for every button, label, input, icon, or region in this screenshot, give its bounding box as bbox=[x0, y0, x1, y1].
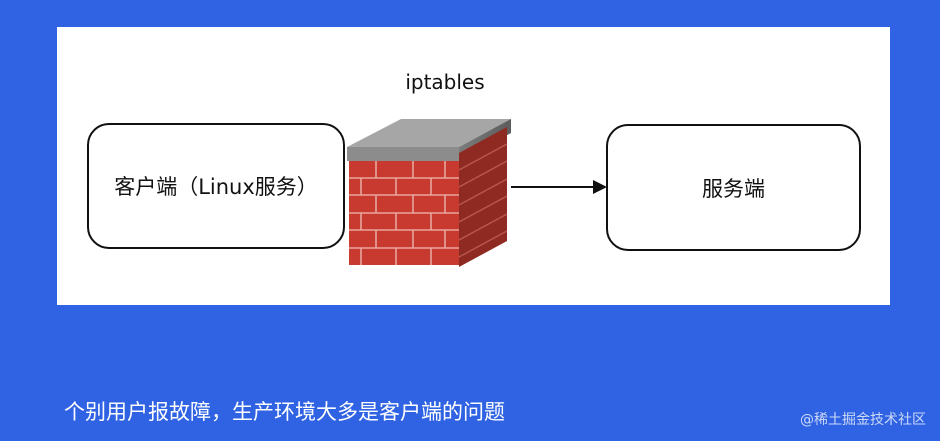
client-node: 客户端（Linux服务） bbox=[87, 123, 345, 249]
source-watermark: @稀土掘金技术社区 bbox=[800, 412, 926, 428]
diagram-panel: 客户端（Linux服务） iptables bbox=[57, 27, 890, 305]
server-node: 服务端 bbox=[606, 124, 861, 251]
firewall-icon bbox=[347, 119, 511, 267]
arrow-connector bbox=[511, 180, 607, 194]
client-label: 客户端（Linux服务） bbox=[114, 175, 318, 199]
firewall-label: iptables bbox=[405, 70, 485, 94]
slide-caption: 个别用户报故障，生产环境大多是客户端的问题 bbox=[64, 400, 505, 424]
server-label: 服务端 bbox=[702, 176, 765, 201]
